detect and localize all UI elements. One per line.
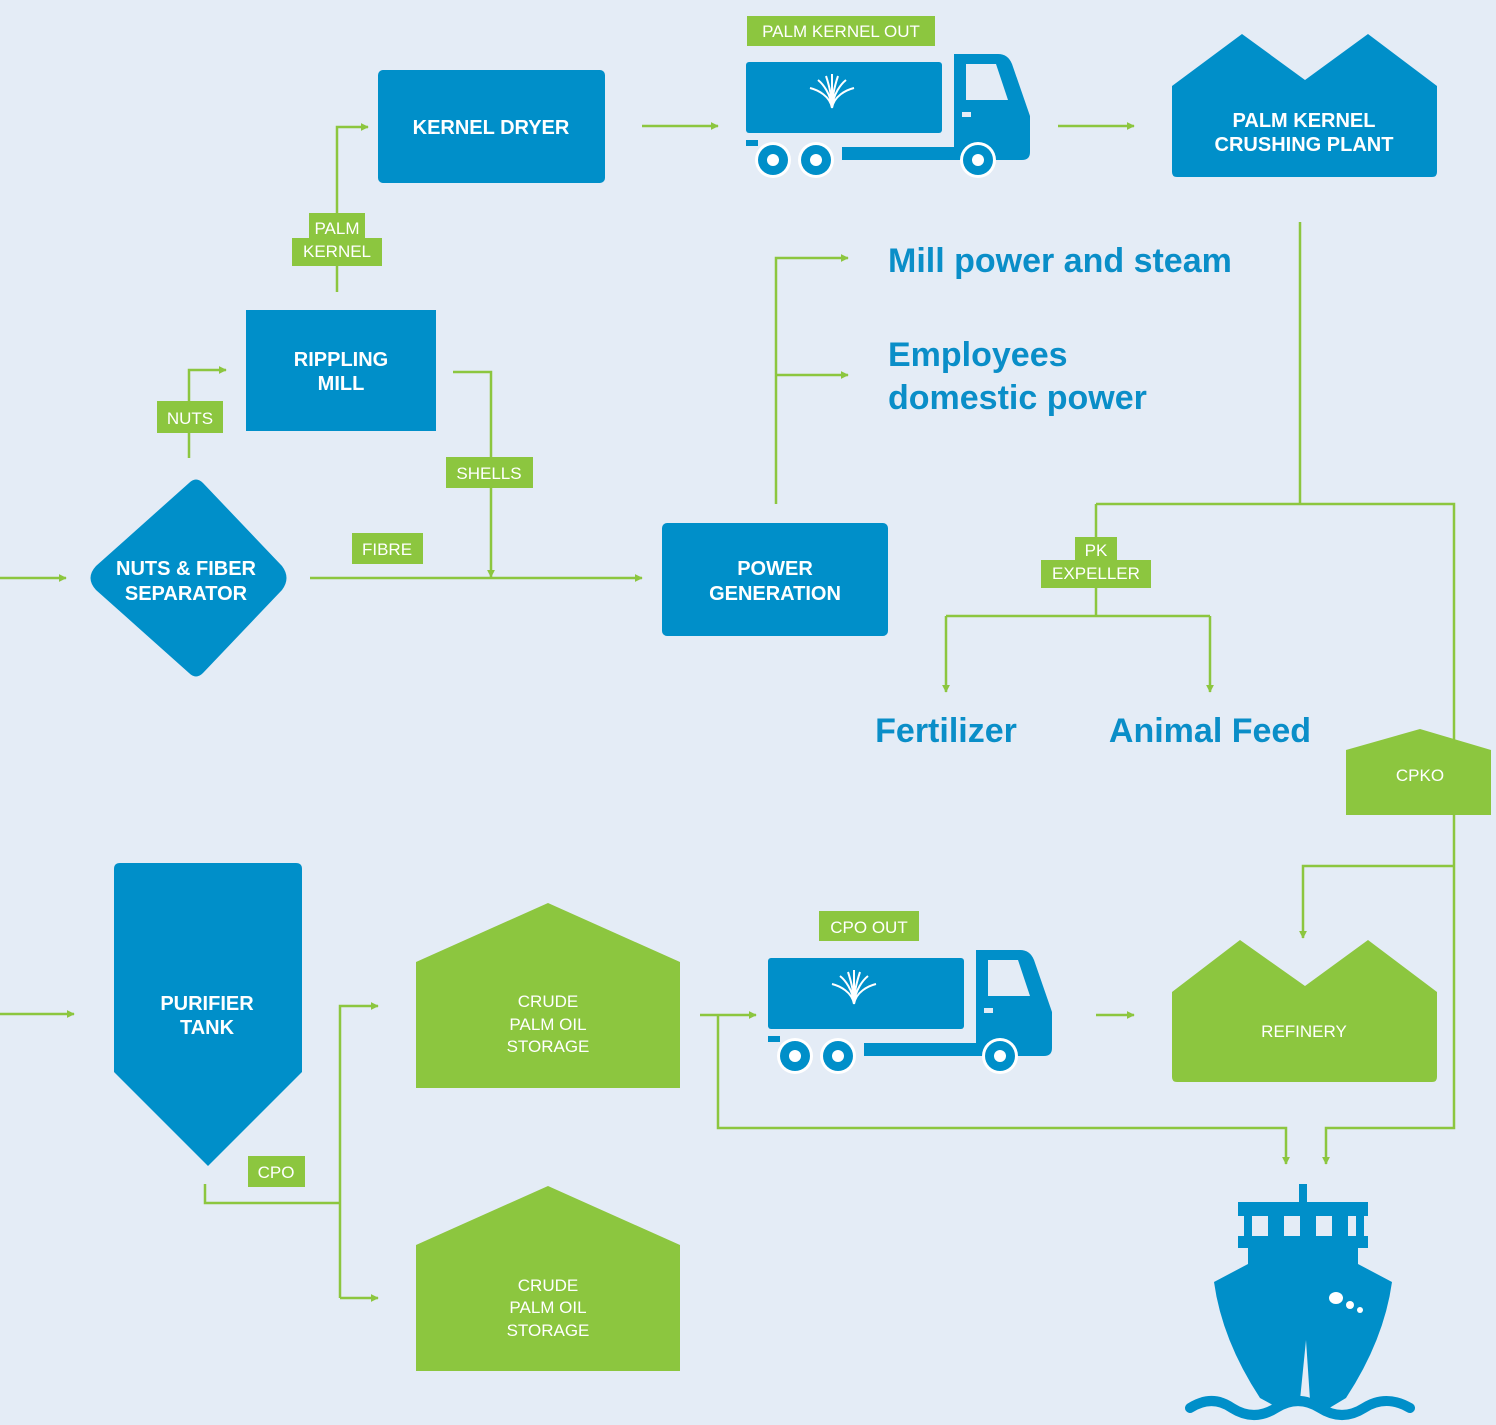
pk-expeller-text-1: PK (1085, 541, 1108, 560)
cpo-text: CPO (258, 1163, 295, 1182)
cpo-tag: CPO (248, 1156, 305, 1187)
crude-palm-oil-storage-1: CRUDE PALM OIL STORAGE (416, 903, 680, 1088)
palm-kernel-text-2: KERNEL (303, 242, 371, 261)
storage-2-label-2: PALM OIL (509, 1298, 586, 1317)
nuts-tag: NUTS (157, 401, 223, 433)
kernel-dryer-label: KERNEL DRYER (413, 117, 570, 139)
factory-icon (1172, 940, 1437, 1082)
palm-kernel-text-1: PALM (314, 219, 359, 238)
power-generation-label-1: POWER (737, 558, 813, 580)
purifier-tank-label-1: PURIFIER (160, 993, 254, 1015)
rippling-mill-label-1: RIPPLING (294, 349, 388, 371)
storage-2-label-1: CRUDE (518, 1276, 578, 1295)
truck-icon (768, 950, 1052, 1074)
storage-2-label-3: STORAGE (507, 1321, 590, 1340)
separator-label-2: SEPARATOR (125, 583, 248, 605)
animal-feed-output: Animal Feed (1109, 712, 1311, 750)
separator-label-1: NUTS & FIBER (116, 558, 257, 580)
fertilizer-output: Fertilizer (875, 712, 1017, 750)
refinery-label: REFINERY (1261, 1022, 1347, 1041)
truck-icon (746, 54, 1030, 178)
cpo-out-tag: CPO OUT (819, 911, 919, 941)
kernel-dryer-node: KERNEL DRYER (378, 70, 605, 183)
rippling-mill-node: RIPPLING MILL (246, 310, 436, 431)
cpo-out-text: CPO OUT (830, 918, 907, 937)
palm-kernel-tag: PALM KERNEL (292, 213, 382, 266)
fibre-text: FIBRE (362, 540, 412, 559)
storage-1-label-3: STORAGE (507, 1037, 590, 1056)
factory-icon (1172, 34, 1437, 177)
fibre-tag: FIBRE (352, 533, 423, 564)
mill-power-output: Mill power and steam (888, 242, 1232, 280)
cpko-node: CPKO (1346, 729, 1491, 815)
purifier-tank-node: PURIFIER TANK (114, 863, 302, 1166)
ship-icon (1185, 1184, 1415, 1420)
storage-1-label-2: PALM OIL (509, 1015, 586, 1034)
crushing-plant-label-2: CRUSHING PLANT (1215, 134, 1394, 156)
flow-lines (0, 122, 1456, 1302)
palm-kernel-out-tag: PALM KERNEL OUT (747, 16, 935, 46)
separator-node: NUTS & FIBER SEPARATOR (90, 479, 287, 677)
nuts-text: NUTS (167, 409, 213, 428)
employees-output-2: domestic power (888, 379, 1147, 417)
power-generation-node: POWER GENERATION (662, 523, 888, 636)
crude-palm-oil-storage-2: CRUDE PALM OIL STORAGE (416, 1186, 680, 1371)
shells-tag: SHELLS (446, 457, 533, 488)
cpko-label: CPKO (1396, 766, 1444, 785)
warehouse-icon (416, 903, 680, 1088)
crushing-plant-label-1: PALM KERNEL (1233, 110, 1376, 132)
pk-expeller-tag: PK EXPELLER (1041, 537, 1151, 588)
warehouse-icon (416, 1186, 680, 1371)
storage-1-label-1: CRUDE (518, 992, 578, 1011)
refinery-node: REFINERY (1172, 940, 1437, 1082)
palm-kernel-out-text: PALM KERNEL OUT (762, 22, 920, 41)
power-generation-label-2: GENERATION (709, 583, 841, 605)
rippling-mill-label-2: MILL (318, 373, 365, 395)
pk-expeller-text-2: EXPELLER (1052, 564, 1140, 583)
employees-output-1: Employees (888, 336, 1068, 374)
crushing-plant-node: PALM KERNEL CRUSHING PLANT (1172, 34, 1437, 177)
purifier-tank-label-2: TANK (180, 1017, 235, 1039)
shells-text: SHELLS (456, 464, 521, 483)
